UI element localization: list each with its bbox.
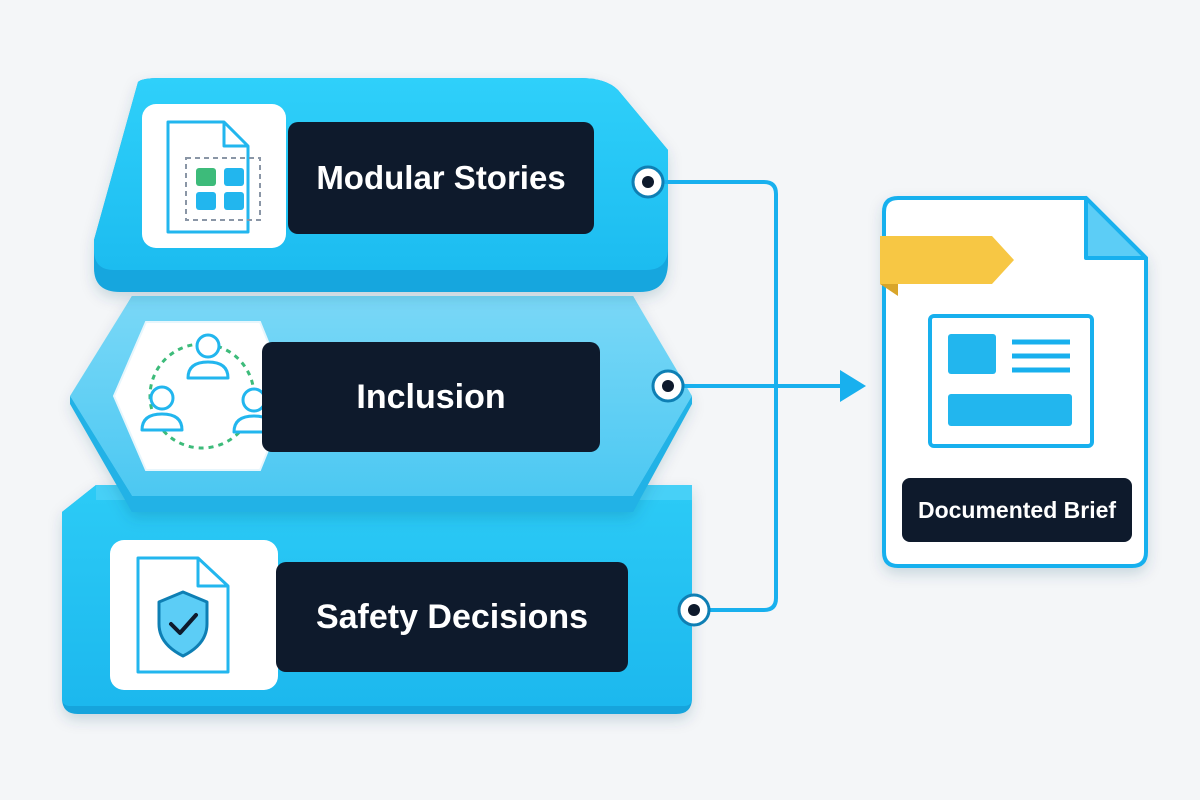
bookmark-tab (880, 236, 1014, 284)
brief-document-icon (880, 196, 1148, 568)
shield-document-icon (110, 540, 278, 690)
people-network-icon (112, 321, 292, 471)
label-panel-documented-brief (902, 478, 1132, 542)
layer-label-modular-stories: Modular Stories (316, 159, 566, 196)
modular-document-icon (142, 104, 286, 248)
connector-lines (656, 180, 846, 612)
layer-label-inclusion: Inclusion (356, 377, 506, 416)
connector-node-modular-stories (631, 165, 665, 199)
label-panel-inclusion (262, 342, 600, 452)
output-label-documented-brief: Documented Brief (917, 496, 1117, 523)
connector-node-inclusion (651, 369, 685, 403)
layer-label-safety-decisions: Safety Decisions (315, 597, 589, 636)
label-panel-safety-decisions (276, 562, 628, 672)
arrow-head-icon (840, 370, 866, 402)
label-panel-modular-stories (288, 122, 594, 234)
connector-node-safety-decisions (677, 593, 711, 627)
